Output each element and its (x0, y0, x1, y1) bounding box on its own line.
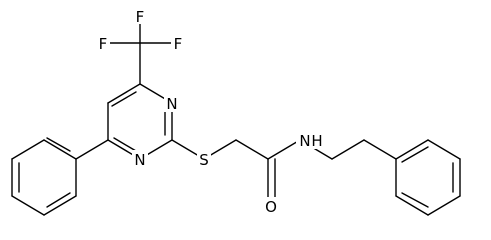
atom-label-f-right: F (174, 35, 183, 53)
mask-nh (296, 131, 324, 149)
mask-f-right (171, 35, 185, 51)
atom-label-n-ring-lower: N (134, 151, 145, 169)
bond-c4-c5 (107, 83, 141, 104)
atom-label-s: S (199, 151, 209, 169)
bond-n1-c6-inner (113, 137, 137, 152)
atom-label-f-left: F (99, 35, 108, 53)
bond-phenyl-right (427, 139, 461, 160)
bond-phenyl-left (11, 195, 45, 216)
bond-c6-phenyl (75, 139, 109, 160)
mask-o (263, 197, 280, 216)
bond-lines (11, 17, 461, 216)
bond-phenyl-left-inner (46, 192, 71, 208)
bond-phenyl-right (395, 195, 429, 216)
bond-phenyl-left-inner (46, 137, 71, 152)
mask-f-left (96, 35, 110, 51)
bond-phenyl-left (11, 139, 45, 160)
bond-phenyl-left (43, 195, 77, 216)
bond-phenyl-right-inner (401, 146, 429, 163)
atom-label-masks (96, 8, 324, 216)
molecule-structure-diagram: F F F N N S O N H (11, 8, 461, 216)
atom-label-f-top: F (136, 8, 145, 26)
mask-n-ring-upper (164, 94, 180, 112)
mask-n-ring-lower (132, 150, 148, 168)
bond-ch2-phenyl (363, 139, 397, 160)
atom-label-nh-h: H (311, 132, 322, 150)
mask-s (197, 151, 211, 168)
atom-label-n-ring-upper: N (166, 95, 177, 113)
bond-carbonyl-n (267, 139, 301, 160)
atom-label-nh-n: N (299, 132, 310, 150)
atom-labels: F F F N N S O N H (99, 8, 323, 216)
atom-label-o: O (265, 198, 277, 216)
bond-c4-c5-inner (111, 91, 137, 107)
bond-phenyl-right (427, 195, 461, 216)
bond-phenyl-left (43, 139, 77, 160)
bond-phenyl-right (395, 139, 429, 160)
bond-ch2-carbonyl (235, 139, 269, 160)
bond-phenyl-right-inner (401, 192, 429, 208)
bond-ch2-ch2 (331, 139, 365, 160)
mask-f-top (133, 8, 147, 24)
